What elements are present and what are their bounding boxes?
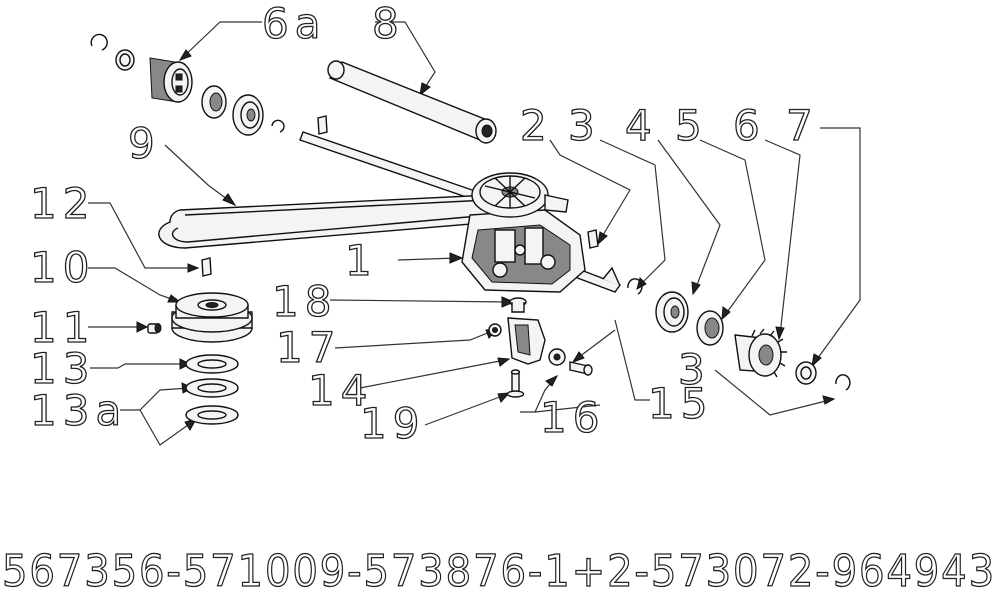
pin-15: [569, 361, 593, 376]
drive-belt-9: [158, 194, 496, 249]
pulley-10: [171, 292, 253, 343]
gearbox-housing-1: [461, 209, 586, 293]
label-3-lower: 3: [678, 345, 711, 394]
label-14: 14: [308, 366, 373, 415]
label-1: 1: [345, 236, 378, 285]
leader-lines: [88, 21, 861, 446]
bearing-5: [696, 310, 724, 346]
key-top: [317, 115, 328, 135]
bearing-4: [655, 291, 689, 333]
shaft-8: [327, 60, 497, 144]
label-15: 15: [648, 379, 713, 428]
label-6: 6: [733, 101, 766, 150]
label-12: 12: [30, 179, 95, 228]
pinion-gear-6a: [149, 57, 193, 103]
washers-13a: [185, 378, 239, 425]
parts: [90, 33, 851, 425]
label-3-upper: 3: [568, 101, 601, 150]
bracket-14: [488, 317, 546, 365]
key-2: [587, 229, 599, 249]
label-11: 11: [30, 303, 95, 352]
pinion-gear-6: [734, 328, 787, 378]
label-19: 19: [360, 399, 425, 448]
label-2: 2: [520, 101, 553, 150]
label-13: 13: [30, 344, 95, 393]
label-6a: 6a: [262, 0, 326, 48]
gearbox-pulley: [471, 172, 569, 218]
label-13a: 13a: [30, 386, 127, 435]
set-screw-11: [147, 323, 162, 334]
label-8: 8: [372, 0, 405, 48]
label-18: 18: [272, 277, 337, 326]
label-10: 10: [30, 243, 95, 292]
label-9: 9: [128, 119, 161, 168]
part-numbers-footer: 567356-571009-573876-1+2-573072-964943: [2, 546, 996, 593]
label-4: 4: [625, 101, 658, 150]
pin-19: [506, 369, 525, 398]
circlip-3-upper: [627, 278, 643, 295]
label-17: 17: [276, 323, 341, 372]
callout-labels: 6a 8 2 3 4 5 6 7 9 12 10 1 18 11 17 13 3…: [29, 0, 819, 449]
bolt-18: [509, 297, 527, 313]
circlip-3-lower: [835, 374, 851, 391]
circlip-top-left: [90, 33, 108, 51]
label-5: 5: [675, 101, 708, 150]
label-7: 7: [786, 101, 819, 150]
washer-13: [185, 354, 239, 374]
label-16: 16: [540, 393, 605, 442]
circlip-small-top: [271, 119, 285, 133]
key-12: [201, 257, 212, 277]
